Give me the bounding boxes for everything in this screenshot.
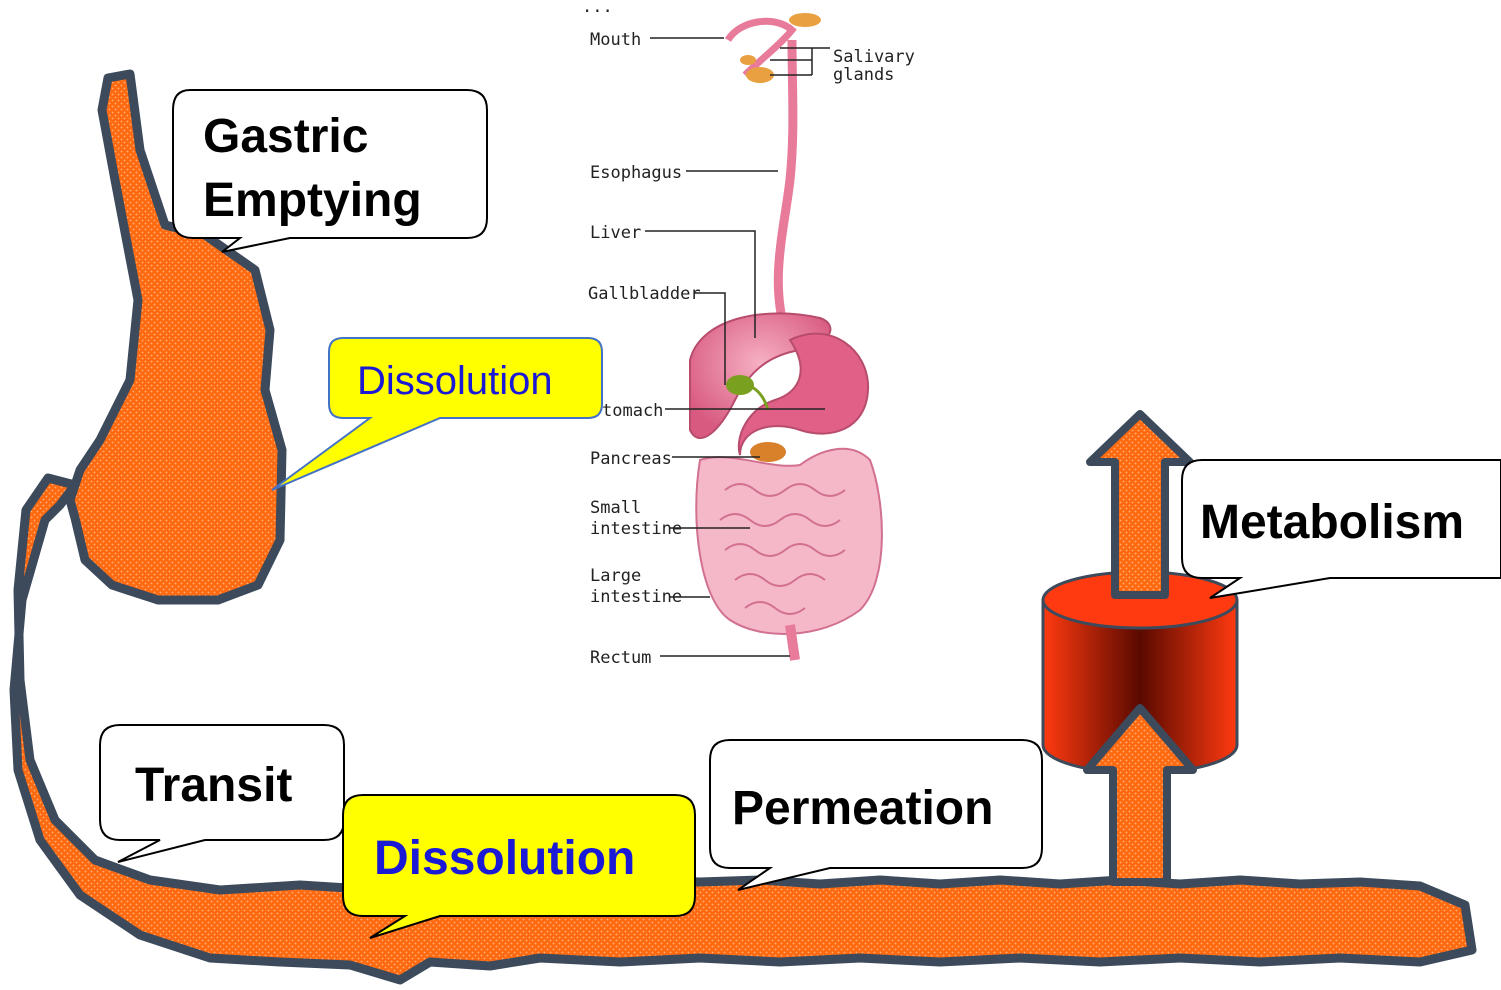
callout-dissolution-intestine-text: Dissolution bbox=[374, 832, 635, 885]
anatomy-label-gallbladder: Gallbladder bbox=[588, 284, 701, 304]
callout-gastric-line2: Emptying bbox=[203, 174, 422, 227]
salivary-gland-3 bbox=[740, 55, 756, 65]
pancreas-organ bbox=[750, 442, 786, 462]
callout-transit-text: Transit bbox=[135, 759, 292, 812]
systemic-arrow bbox=[1090, 414, 1190, 595]
callout-metabolism: Metabolism bbox=[1182, 460, 1501, 598]
anatomy-label-glands: glands bbox=[833, 65, 894, 85]
callout-metabolism-text: Metabolism bbox=[1200, 496, 1464, 549]
digestive-system-illustration: ... Mouth Salivary glands Esophagus Live… bbox=[582, 0, 915, 668]
intestines-organ bbox=[696, 449, 882, 634]
anatomy-label-esophagus: Esophagus bbox=[590, 163, 682, 183]
callout-permeation-text: Permeation bbox=[732, 782, 993, 835]
callout-dissolution-stomach: Dissolution bbox=[272, 338, 602, 490]
callout-gastric-emptying: Gastric Emptying bbox=[173, 90, 487, 252]
anatomy-label-large-intestine: intestine bbox=[590, 587, 682, 607]
esophagus-organ bbox=[778, 40, 793, 330]
salivary-gland-2 bbox=[746, 67, 774, 83]
anatomy-label-mouth: Mouth bbox=[590, 30, 641, 50]
salivary-gland-1 bbox=[789, 13, 821, 27]
anatomy-label-large: Large bbox=[590, 566, 641, 586]
callout-dissolution-stomach-text: Dissolution bbox=[357, 359, 553, 403]
anatomy-label-liver: Liver bbox=[590, 223, 641, 243]
anatomy-label-top-fragment: ... bbox=[582, 0, 613, 17]
anatomy-label-small: Small bbox=[590, 498, 641, 518]
anatomy-label-small-intestine: intestine bbox=[590, 519, 682, 539]
anatomy-label-salivary: Salivary bbox=[833, 47, 915, 67]
anatomy-label-stomach: tomach bbox=[602, 401, 663, 421]
callout-permeation: Permeation bbox=[710, 740, 1042, 890]
callout-transit: Transit bbox=[100, 725, 344, 862]
rectum-organ bbox=[790, 625, 795, 660]
anatomy-label-pancreas: Pancreas bbox=[590, 449, 672, 469]
anatomy-label-rectum: Rectum bbox=[590, 648, 651, 668]
callout-gastric-line1: Gastric bbox=[203, 110, 368, 163]
callout-dissolution-intestine: Dissolution bbox=[343, 795, 695, 938]
